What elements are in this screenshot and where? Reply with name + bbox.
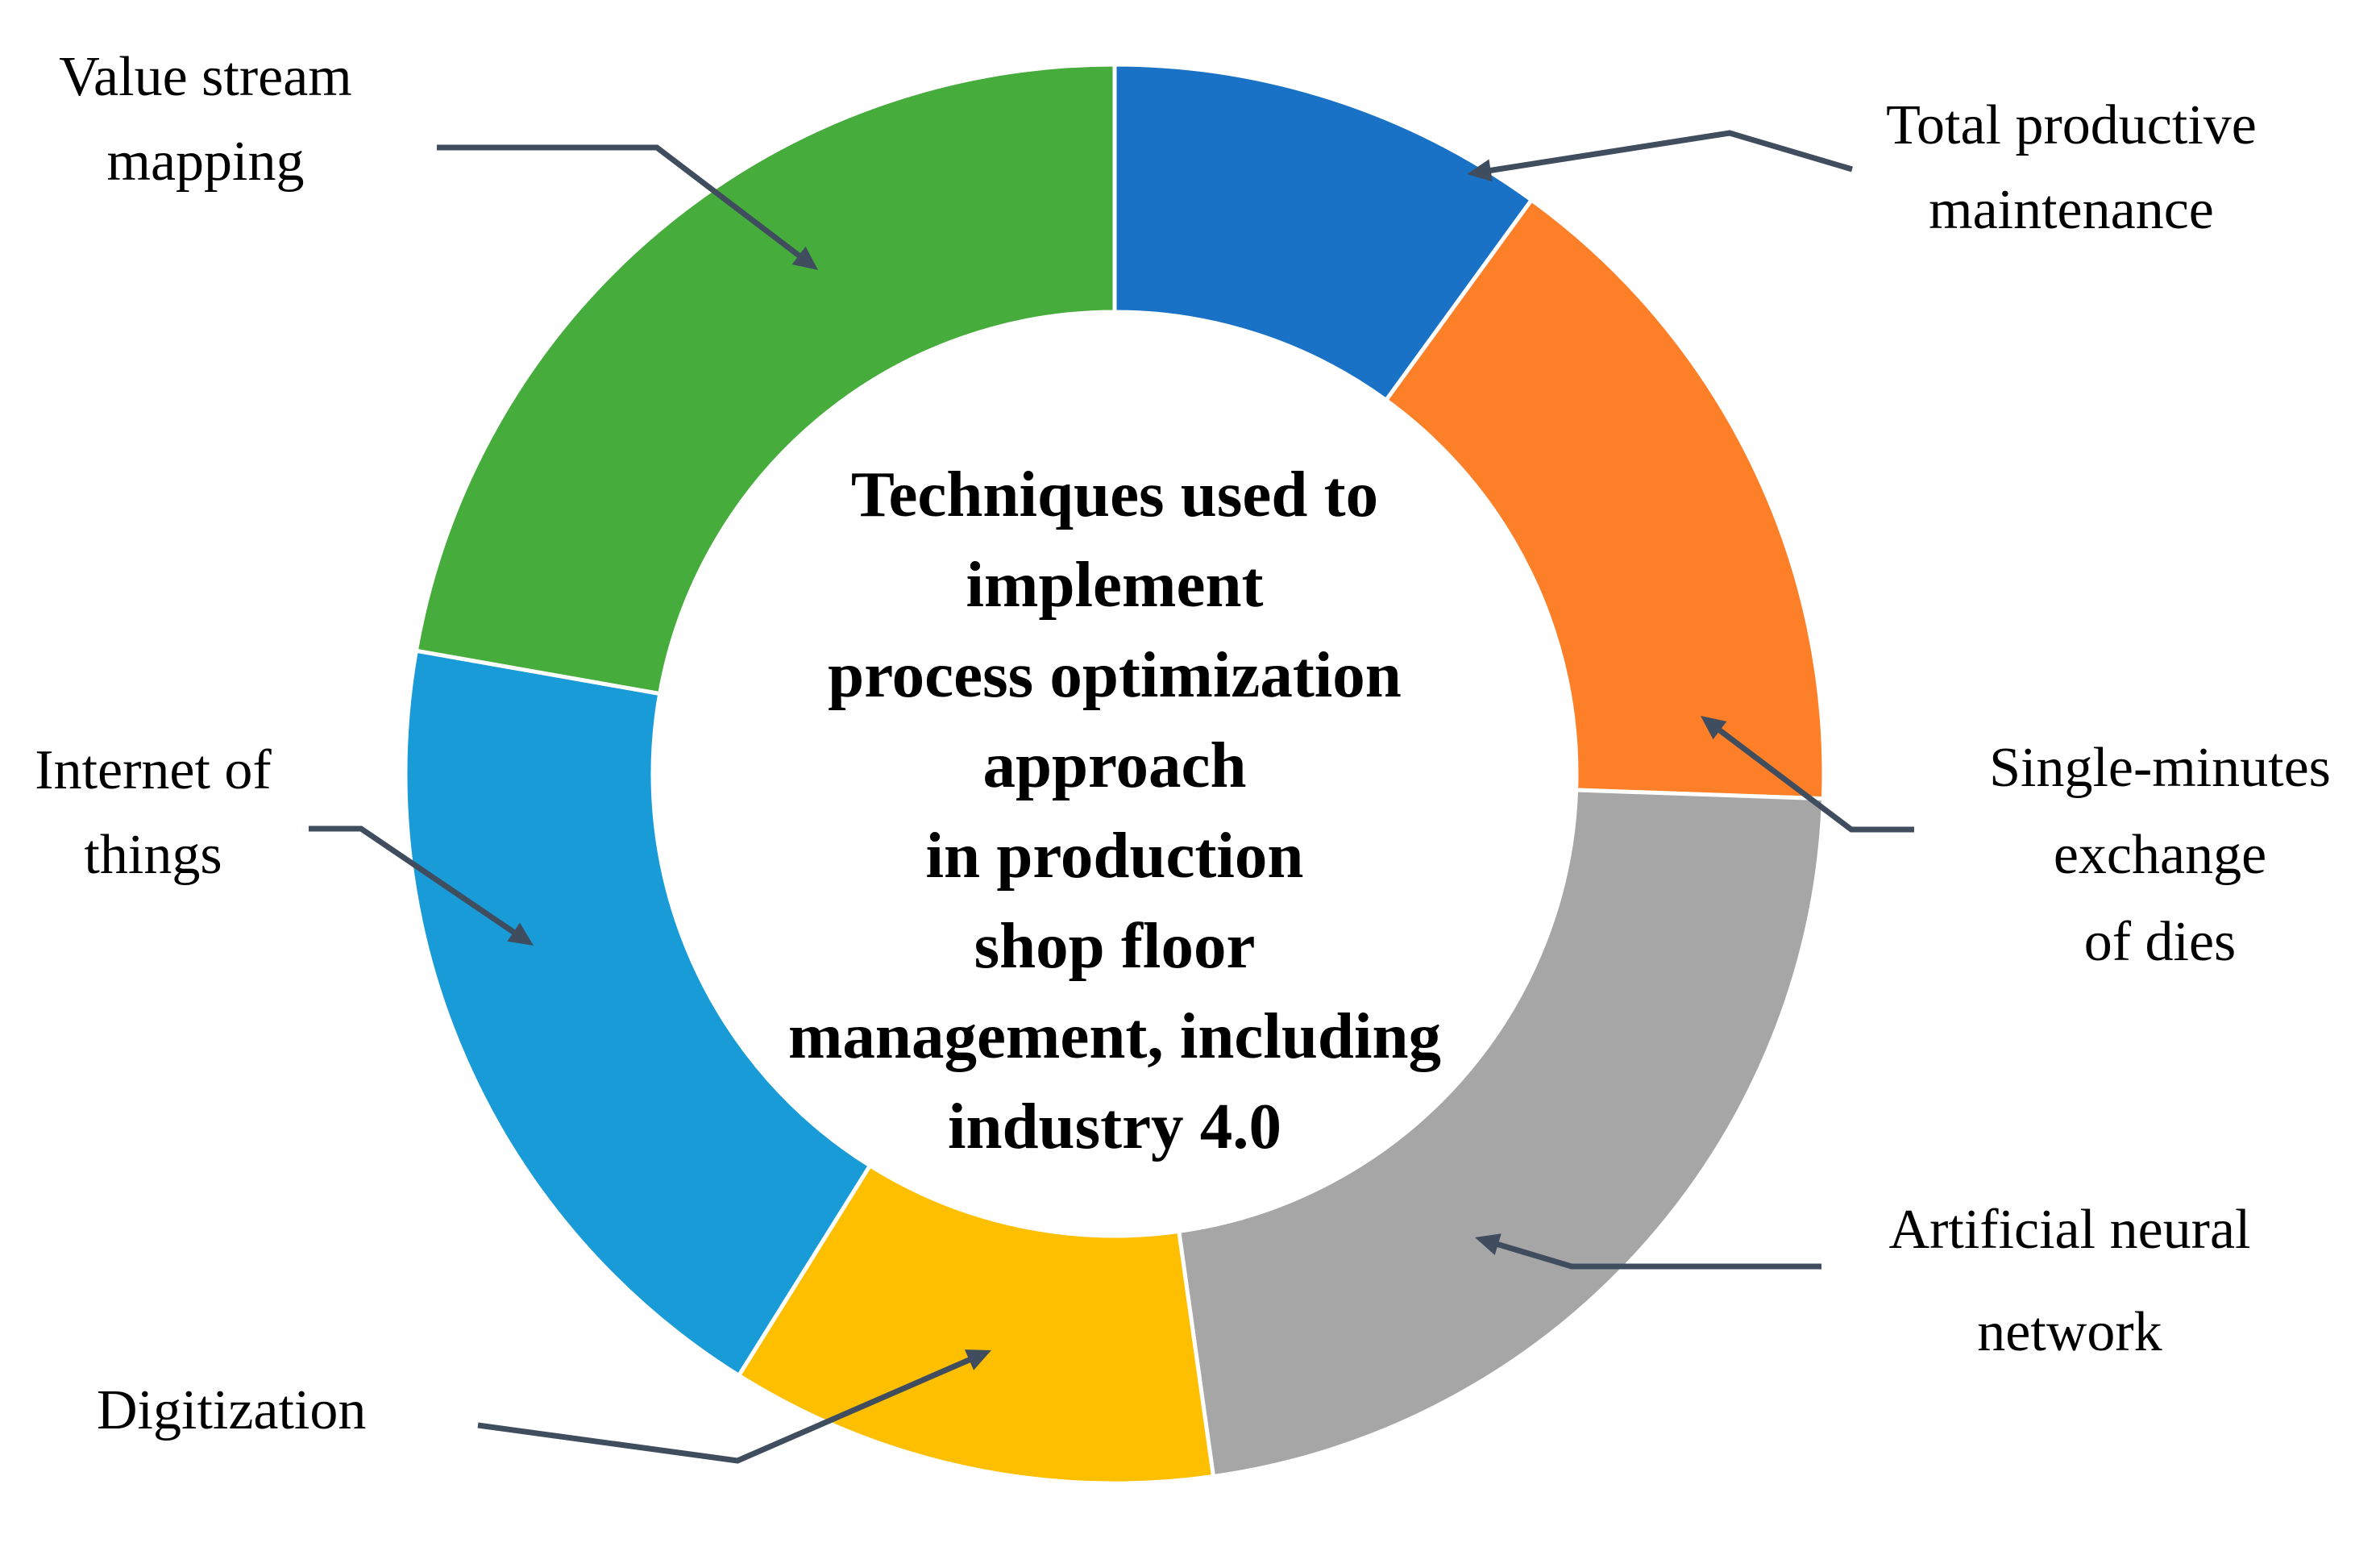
slice-single-minutes-exchange-of-dies: [1383, 197, 1826, 801]
chart-title-line: management, including: [788, 1000, 1441, 1072]
slice-internet-of-things: [403, 648, 873, 1378]
chart-title-line: Techniques used to: [851, 458, 1378, 530]
arrowhead-total-productive-maintenance: [1467, 159, 1493, 182]
chart-title-line: process optimization: [828, 638, 1402, 711]
leader-lines-group: [309, 130, 1914, 1464]
leader-line-artificial-neural-network: [1493, 1241, 1821, 1270]
chart-title-line: industry 4.0: [948, 1090, 1281, 1162]
leader-line-value-stream-mapping: [437, 144, 804, 260]
arrowhead-value-stream-mapping: [791, 246, 818, 270]
arrowhead-digitization: [964, 1349, 991, 1370]
chart-title-line: shop floor: [974, 909, 1256, 982]
chart-title-line: in production: [926, 819, 1304, 892]
arrowhead-artificial-neural-network: [1475, 1233, 1502, 1256]
slice-value-stream-mapping: [413, 62, 1117, 696]
chart-title-line: approach: [982, 729, 1246, 801]
chart-title-line: implement: [966, 548, 1264, 621]
leader-line-digitization: [477, 1356, 974, 1464]
slices-group: [403, 62, 1826, 1486]
arrowhead-internet-of-things: [507, 922, 534, 946]
leader-line-internet-of-things: [309, 825, 518, 937]
slice-artificial-neural-network: [1176, 788, 1826, 1479]
arrowhead-single-minutes-exchange-of-dies: [1701, 716, 1727, 740]
slice-label-digitization: Digitization: [97, 1379, 366, 1441]
leader-line-total-productive-maintenance: [1487, 130, 1853, 174]
chart-title: Techniques used to implement process optim…: [788, 458, 1441, 1162]
leader-line-single-minutes-exchange-of-dies: [1715, 726, 1914, 833]
